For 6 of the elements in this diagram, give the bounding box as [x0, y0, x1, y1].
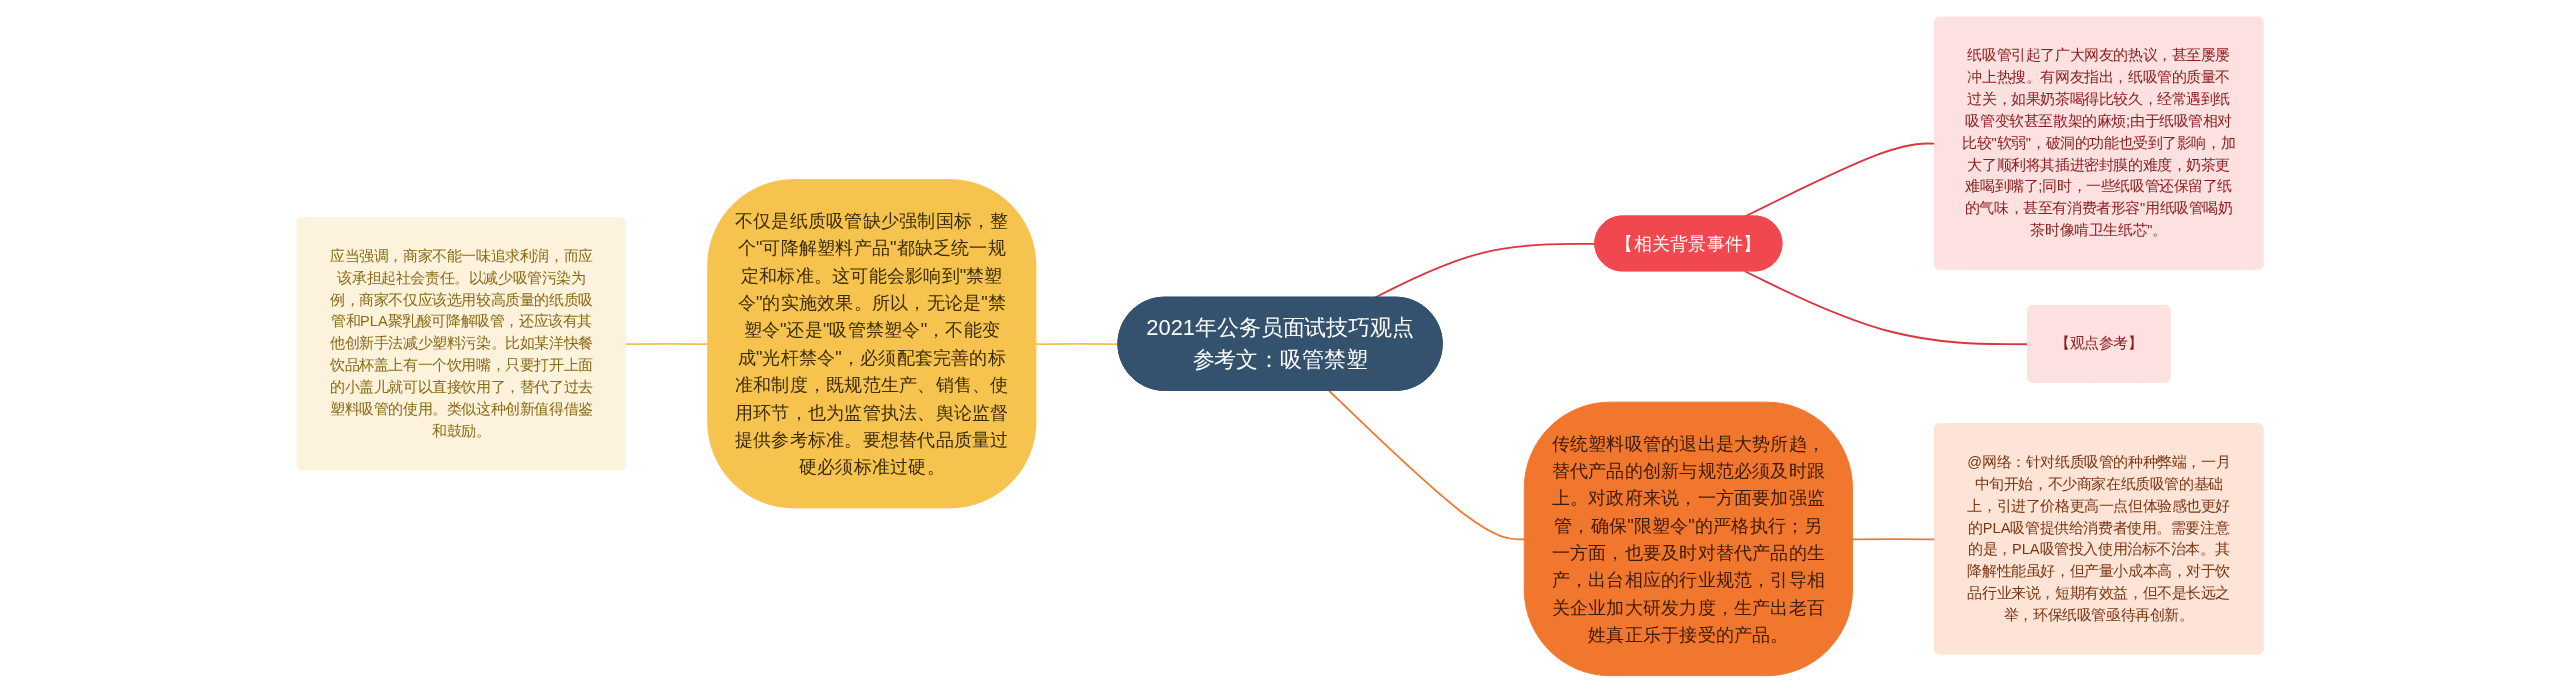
node-box: 不仅是纸质吸管缺少强制国标，整个"可降解塑料产品"都缺乏统一规定和标准。这可能会影响到"禁塑令"的实施效果。所以，无论是"禁塑令"还是"吸管禁塑令"，不能变成"光杆禁令"，必须配套完善的标准和制度，既规范生产、销售、使用环节，也为监管执法、舆论监督提供参考标准。要想替代品质量过硬必须标准过硬。: [707, 179, 1037, 509]
connector: [625, 343, 709, 346]
connector: [1327, 389, 1526, 541]
node-box: 传统塑料吸管的退出是大势所趋，替代产品的创新与规范必须及时跟上。对政府来说，一方面要加强监管，确保"限塑令"的严格执行；另一方面，也要及时对替代产品的生产，出台相应的行业规范，引导相关企业加大研发力度，生产出老百姓真正乐于接受的产品。: [1523, 401, 1853, 677]
connector: [1852, 538, 1936, 541]
connector: [1743, 270, 2029, 346]
